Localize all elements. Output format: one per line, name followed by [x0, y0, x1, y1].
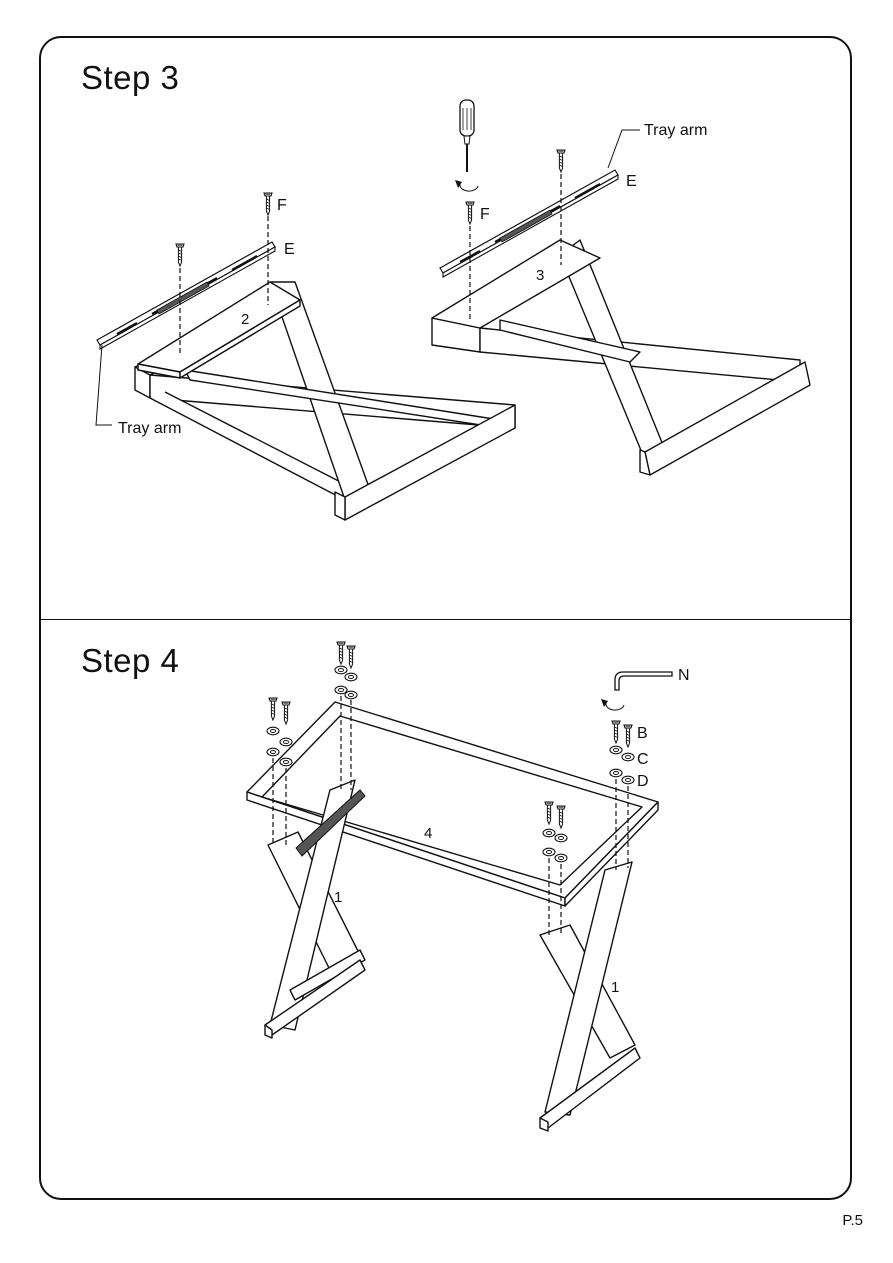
rotate-arrow-icon: [601, 699, 625, 711]
tray-arm-label-right: Tray arm: [644, 122, 707, 139]
page-number: P.5: [842, 1212, 863, 1229]
hex-key-n-label: N: [678, 667, 690, 684]
washer-d-label: D: [637, 773, 649, 790]
bolt-stack-1: [266, 697, 293, 848]
step3-left-assembly: [95, 192, 516, 521]
bolt-stack-4: [609, 720, 635, 870]
rotate-arrow-icon: [455, 180, 479, 192]
bolt-b-label: B: [637, 725, 648, 742]
screwdriver-icon: [459, 99, 475, 172]
step-divider: [39, 619, 852, 620]
hex-key-icon: [614, 671, 673, 691]
rail-e-label-right: E: [626, 173, 637, 190]
step4-assembly: [246, 641, 673, 1132]
washer-c-label: C: [637, 751, 649, 768]
rail-e-label-left: E: [284, 241, 295, 258]
part-2-label: 2: [241, 311, 249, 328]
bolt-stack-2: [334, 641, 358, 790]
part-4-label: 4: [424, 825, 432, 842]
tray-arm-label-left: Tray arm: [118, 420, 181, 437]
part-3-label: 3: [536, 267, 544, 284]
screw-f-label-right: F: [480, 206, 490, 223]
step3-right-assembly: [431, 99, 811, 476]
screw-f-label-left: F: [277, 197, 287, 214]
part-1-right-label: 1: [611, 979, 619, 996]
step4-title: Step 4: [81, 642, 180, 679]
bolt-stack-3: [542, 801, 568, 935]
part-1-left-label: 1: [334, 889, 342, 906]
step3-title: Step 3: [81, 59, 180, 96]
page-border: [39, 36, 852, 1200]
